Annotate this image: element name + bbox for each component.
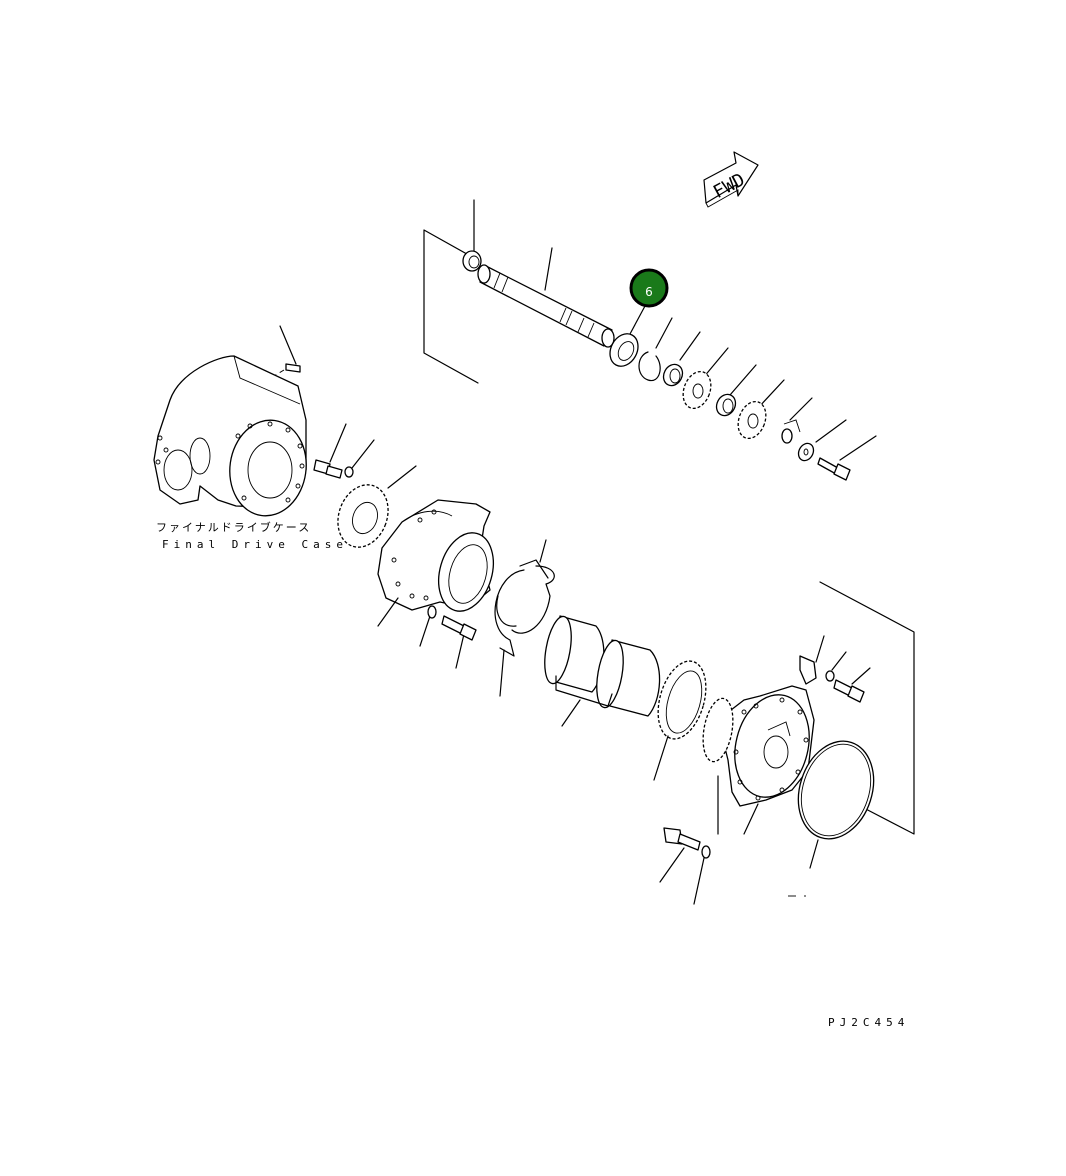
- bearing-ring-part: [337, 465, 417, 548]
- o-ring-part: [797, 740, 875, 869]
- cover-flange-part: [702, 685, 815, 835]
- bushing-part: [462, 250, 482, 272]
- callout-circle[interactable]: [629, 268, 669, 308]
- final-drive-case-part: [153, 355, 307, 517]
- sprocket-part: [682, 370, 712, 410]
- leader-lines-upper: [473, 199, 877, 461]
- shaft-group-bracket: [423, 229, 479, 384]
- fwd-arrow-icon: FWD: [703, 151, 759, 208]
- toothed-ring-part: [653, 660, 707, 781]
- bearing-part: [609, 333, 639, 367]
- drawing-code: PJ2C454: [828, 1016, 909, 1029]
- drive-shaft-part: [477, 264, 615, 348]
- spacer-part: [715, 393, 737, 417]
- leader-lines-middle: [377, 539, 547, 669]
- case-label-jp: ファイナルドライブケース: [156, 520, 311, 534]
- case-bolt-part: [313, 423, 375, 479]
- washer-part: [797, 442, 815, 462]
- lower-bolt-part: [659, 827, 711, 905]
- callout-number[interactable]: 6: [645, 285, 653, 299]
- lock-plate-part: [781, 419, 801, 444]
- case-label-en: Final Drive Case: [162, 538, 348, 551]
- lower-lock-part: [799, 635, 871, 703]
- sleeve-part: [544, 615, 661, 727]
- carrier-housing-part: [377, 499, 494, 612]
- collar-part: [662, 363, 684, 387]
- cover-group-bracket: [819, 581, 915, 835]
- snap-ring-part: [638, 351, 661, 382]
- callout-6[interactable]: 6: [629, 268, 669, 308]
- bolt-part: [817, 457, 851, 481]
- split-ring-part: [494, 559, 555, 697]
- sprocket-part-2: [737, 400, 767, 440]
- mid-bolt-part: [427, 605, 477, 641]
